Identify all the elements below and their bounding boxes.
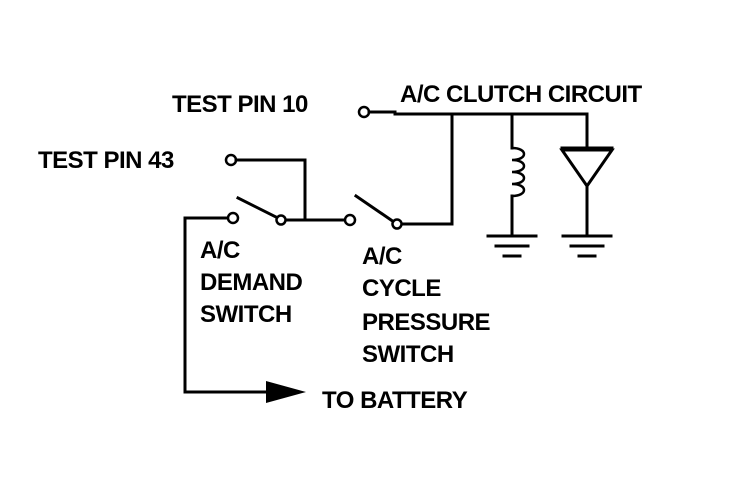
switch-left-terminal-icon (226, 211, 240, 225)
clutch-circuit-bus (357, 105, 589, 150)
test-pin-43-label: TEST PIN 43 (38, 147, 174, 174)
switch-left-terminal-icon (343, 213, 357, 227)
cycle-switch-label-line3: PRESSURE (362, 309, 491, 336)
battery-feed-wire (183, 216, 306, 403)
demand-switch-label-line3: SWITCH (200, 301, 292, 328)
switch-right-terminal-icon (275, 214, 287, 226)
demand-switch-label-line1: A/C (200, 237, 240, 264)
test-pin-10-label: TEST PIN 10 (172, 91, 308, 118)
cycle-switch-label-line4: SWITCH (362, 341, 454, 368)
demand-switch (226, 195, 348, 226)
cycle-switch-label-line1: A/C (362, 243, 402, 270)
switch-right-terminal-icon (391, 218, 403, 230)
clutch-coil-icon (486, 146, 538, 258)
clutch-circuit-label: A/C CLUTCH CIRCUIT (400, 81, 642, 108)
arrow-right-icon (266, 381, 306, 403)
cycle-pressure-switch (343, 112, 454, 230)
test-pin-43-wire (224, 153, 307, 221)
ground-icon (486, 234, 538, 258)
ground-icon (561, 234, 613, 258)
switch-icon (235, 195, 281, 221)
to-battery-label: TO BATTERY (322, 387, 468, 414)
diode-icon (559, 146, 615, 258)
cycle-switch-label-line2: CYCLE (362, 275, 441, 302)
demand-switch-label-line2: DEMAND (200, 269, 302, 296)
switch-icon (353, 193, 397, 225)
